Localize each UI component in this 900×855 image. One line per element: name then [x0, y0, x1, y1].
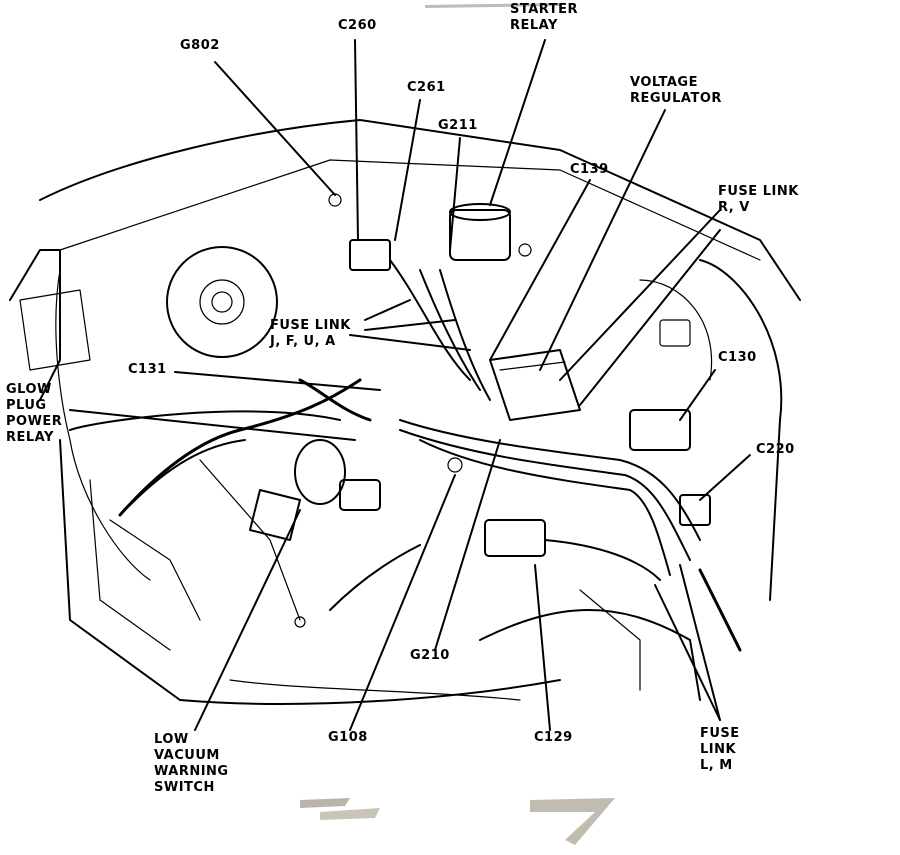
c139-text: C139	[570, 162, 609, 177]
starter-relay-line-1: STARTER	[510, 2, 578, 17]
fuse-link-rv-line-1: FUSE LINK	[718, 184, 799, 199]
glow-plug-line-2: PLUG	[6, 398, 47, 413]
g108-label: G108	[328, 730, 368, 746]
c260-label: C260	[338, 18, 377, 34]
c130-label: C130	[718, 350, 757, 366]
voltage-regulator-line-1: VOLTAGE	[630, 75, 698, 90]
fuse-link-lm-line-2: LINK	[700, 742, 737, 757]
connectors	[349, 239, 711, 557]
glow-plug-line-4: RELAY	[6, 430, 54, 445]
fuse-link-lm-line-3: L, M	[700, 758, 733, 773]
c129-label: C129	[534, 730, 573, 746]
glow-plug-power-relay-label: GLOW PLUG POWER RELAY	[6, 382, 62, 446]
voltage-regulator-body	[489, 349, 581, 421]
voltage-regulator-line-2: REGULATOR	[630, 91, 722, 106]
fuse-link-jfua-label: FUSE LINK J, F, U, A	[270, 318, 351, 350]
ground-studs	[294, 193, 463, 628]
g210-text: G210	[410, 648, 450, 663]
fuse-link-lm-line-1: FUSE	[700, 726, 740, 741]
glow-plug-line-1: GLOW	[6, 382, 52, 397]
low-vacuum-line-1: LOW	[154, 732, 189, 747]
fuse-link-jfua-line-2: J, F, U, A	[270, 334, 336, 349]
g802-text: G802	[180, 38, 220, 53]
low-vacuum-warning-switch-label: LOW VACUUM WARNING SWITCH	[154, 732, 229, 796]
voltage-regulator-label: VOLTAGE REGULATOR	[630, 75, 722, 107]
c131-text: C131	[128, 362, 167, 377]
wiring-harness	[55, 259, 701, 701]
c131-label: C131	[128, 362, 167, 378]
c130-text: C130	[718, 350, 757, 365]
c220-label: C220	[756, 442, 795, 458]
body-outline	[9, 119, 801, 705]
g108-text: G108	[328, 730, 368, 745]
glow-plug-line-3: POWER	[6, 414, 63, 429]
low-vacuum-switch-body	[249, 439, 381, 541]
low-vacuum-line-2: VACUUM	[154, 748, 220, 763]
starter-relay-label: STARTER RELAY	[510, 2, 578, 34]
g211-label: G211	[438, 118, 478, 134]
low-vacuum-line-4: SWITCH	[154, 780, 215, 795]
headlamp-housing	[166, 246, 278, 358]
g211-text: G211	[438, 118, 478, 133]
fuse-link-rv-label: FUSE LINK R, V	[718, 184, 799, 216]
hoses	[118, 378, 742, 652]
low-vacuum-line-3: WARNING	[154, 764, 229, 779]
c129-text: C129	[534, 730, 573, 745]
starter-relay-body	[449, 203, 532, 261]
g802-label: G802	[180, 38, 220, 54]
c220-text: C220	[756, 442, 795, 457]
c261-text: C261	[407, 80, 446, 95]
callout-lines	[69, 39, 751, 731]
g210-label: G210	[410, 648, 450, 664]
starter-relay-line-2: RELAY	[510, 18, 558, 33]
c261-label: C261	[407, 80, 446, 96]
fuse-link-lm-label: FUSE LINK L, M	[700, 726, 740, 774]
c260-text: C260	[338, 18, 377, 33]
c139-label: C139	[570, 162, 609, 178]
fuse-link-rv-line-2: R, V	[718, 200, 750, 215]
fuse-link-jfua-line-1: FUSE LINK	[270, 318, 351, 333]
scan-artifacts	[300, 3, 615, 845]
